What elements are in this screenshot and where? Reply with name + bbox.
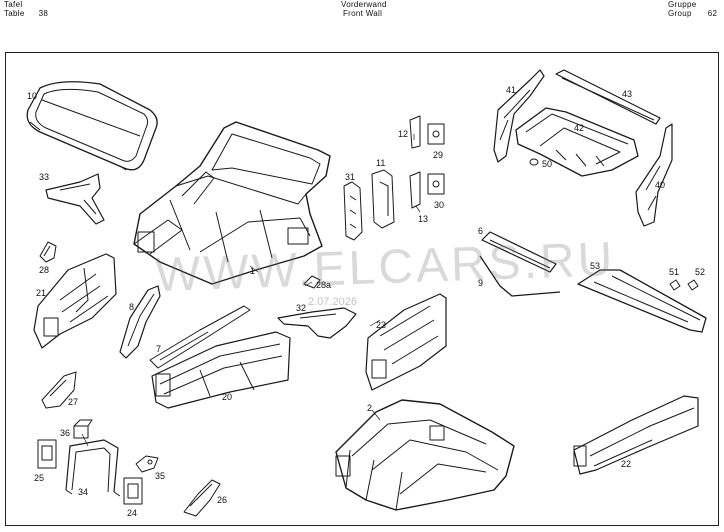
part-30 <box>427 173 445 195</box>
part-42-cowl <box>515 107 639 177</box>
part-6-bar <box>481 231 557 273</box>
callout-35: 35 <box>155 471 165 481</box>
callout-20: 20 <box>222 392 232 402</box>
part-53-cowl-panel <box>577 269 707 333</box>
callout-40: 40 <box>655 180 665 190</box>
part-windshield-frame <box>26 81 158 171</box>
part-52-clip <box>687 279 699 291</box>
part-27 <box>41 371 77 409</box>
callout-32: 32 <box>296 303 306 313</box>
part-33 <box>45 173 105 225</box>
callout-22: 22 <box>621 459 631 469</box>
part-28a <box>303 275 321 289</box>
callout-13: 13 <box>418 214 428 224</box>
part-12 <box>409 115 421 149</box>
section-title: Vorderwand Front Wall <box>341 0 387 18</box>
callout-34: 34 <box>78 487 88 497</box>
part-28 <box>39 241 57 263</box>
part-22-rail <box>573 395 699 475</box>
part-34-frame <box>65 439 121 497</box>
callout-41: 41 <box>506 85 516 95</box>
callout-12: 12 <box>398 129 408 139</box>
callout-28: 28 <box>39 265 49 275</box>
callout-26: 26 <box>217 495 227 505</box>
part-29 <box>427 123 445 145</box>
section-title-en: Front Wall <box>343 9 383 18</box>
group-label-en-row: Group 62 <box>668 9 717 18</box>
callout-36: 36 <box>60 428 70 438</box>
callout-10: 10 <box>27 91 37 101</box>
callout-27: 27 <box>68 397 78 407</box>
callout-1: 1 <box>250 266 255 276</box>
table-label-en: Table <box>4 9 25 18</box>
callout-9: 9 <box>478 278 483 288</box>
part-24 <box>123 477 143 505</box>
callout-31: 31 <box>345 172 355 182</box>
callout-51: 51 <box>669 267 679 277</box>
part-20-rail <box>151 331 291 409</box>
drawing-frame <box>5 52 719 526</box>
callout-52: 52 <box>695 267 705 277</box>
callout-33: 33 <box>39 172 49 182</box>
part-51-clip <box>669 279 681 291</box>
part-43-bar <box>555 69 661 125</box>
callout-11: 11 <box>376 158 385 168</box>
group-label-de: Gruppe <box>668 0 697 9</box>
callout-43: 43 <box>622 89 632 99</box>
part-35 <box>135 455 159 473</box>
table-label-en-row: Table 38 <box>4 9 48 18</box>
callout-50: 50 <box>542 159 552 169</box>
table-label: Tafel Table 38 <box>4 0 48 18</box>
callout-2: 2 <box>367 403 372 413</box>
table-label-de: Tafel <box>4 0 23 9</box>
part-11 <box>371 169 395 229</box>
callout-42: 42 <box>574 123 584 133</box>
callout-8: 8 <box>129 302 134 312</box>
table-number: 38 <box>38 9 49 18</box>
section-title-de: Vorderwand <box>341 0 387 9</box>
part-2-front-floor-assembly <box>335 399 515 511</box>
callout-23: 23 <box>376 320 386 330</box>
part-31 <box>343 181 363 241</box>
group-label-en: Group <box>668 9 692 18</box>
group-label: Gruppe Group 62 <box>668 0 717 18</box>
callout-30: 30 <box>434 200 444 210</box>
part-36 <box>73 419 93 439</box>
part-8-strut <box>119 285 161 359</box>
group-number: 62 <box>707 9 718 18</box>
part-21-side-panel <box>33 253 117 349</box>
part-50 <box>529 158 539 166</box>
callout-53: 53 <box>590 261 600 271</box>
part-13 <box>409 171 421 209</box>
leader-lines <box>81 134 421 447</box>
callout-24: 24 <box>127 508 137 518</box>
callout-21: 21 <box>36 288 46 298</box>
part-1-front-wall-assembly <box>133 121 331 285</box>
date-stamp: 2.07.2026 <box>308 296 357 308</box>
part-40 <box>635 123 673 227</box>
part-25 <box>37 439 57 469</box>
part-26 <box>183 479 221 517</box>
part-9-rod <box>479 255 561 297</box>
callout-6: 6 <box>478 226 483 236</box>
part-23-side-panel <box>365 293 447 391</box>
callout-25: 25 <box>34 473 44 483</box>
callout-29: 29 <box>433 150 443 160</box>
part-32 <box>277 307 357 339</box>
callout-7: 7 <box>156 344 161 354</box>
callout-labels: 10 33 28 21 8 7 20 27 36 25 34 24 35 26 … <box>27 85 705 518</box>
part-41 <box>493 69 545 163</box>
part-7-rail <box>149 305 251 369</box>
callout-28a: 28a <box>316 280 331 290</box>
